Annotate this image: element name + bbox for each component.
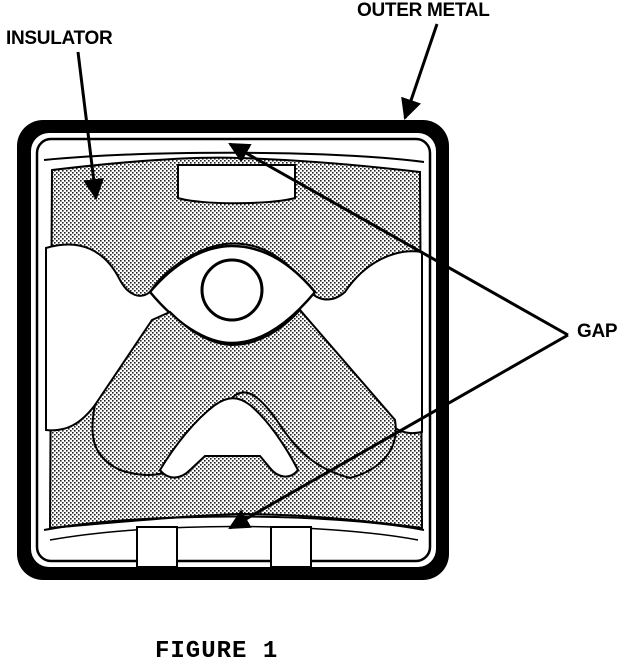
top-notch	[177, 164, 296, 205]
leader-arrows	[76, 23, 569, 530]
gap-arrow-top	[228, 142, 569, 337]
lower-wedge	[91, 308, 397, 480]
figure-caption: FIGURE 1	[155, 638, 279, 665]
gap-arrow-bottom	[228, 333, 569, 530]
lower-cutout	[158, 397, 300, 479]
outer-metal-label: OUTER METAL	[357, 0, 490, 21]
insulator-label: INSULATOR	[6, 28, 113, 49]
insulator-arrow	[76, 51, 105, 201]
center-hole	[200, 258, 264, 322]
gap-label: GAP	[577, 321, 618, 342]
outer-metal-arrow	[401, 23, 439, 120]
bottom-tab-right	[270, 526, 312, 568]
bottom-tab-left	[136, 526, 178, 568]
